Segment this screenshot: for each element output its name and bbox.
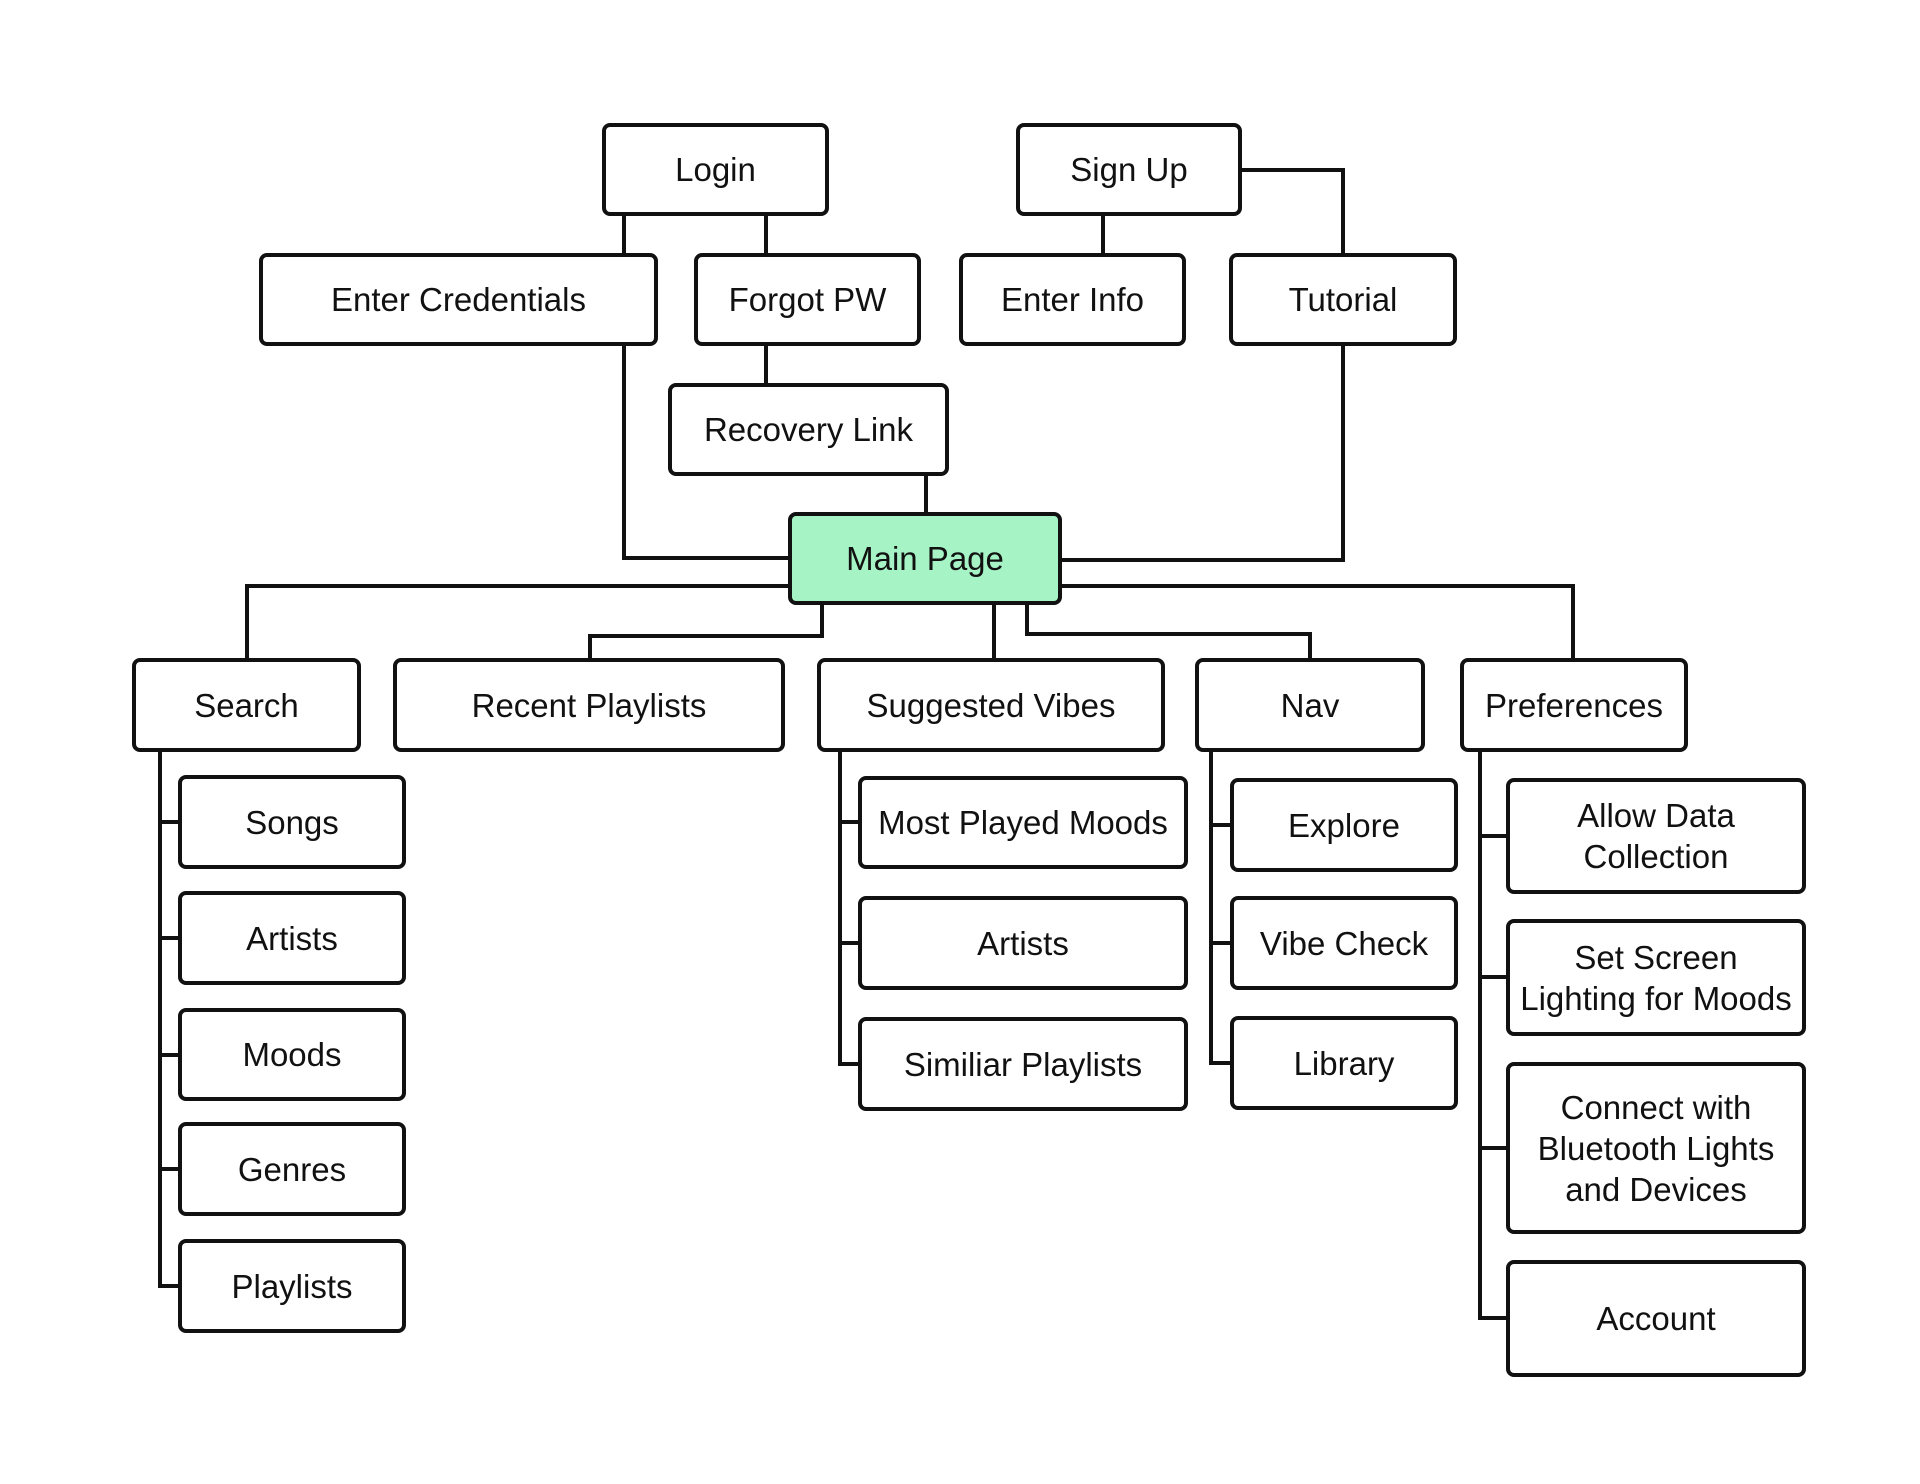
- search-node: Search: [132, 658, 361, 752]
- genres-node: Genres: [178, 1122, 406, 1216]
- most-played-moods-node: Most Played Moods: [858, 776, 1188, 869]
- preferences-node: Preferences: [1460, 658, 1688, 752]
- suggested-vibes-node: Suggested Vibes: [817, 658, 1165, 752]
- forgot-pw-node: Forgot PW: [694, 253, 921, 346]
- search-artists-node: Artists: [178, 891, 406, 985]
- connect-bluetooth-node: Connect with Bluetooth Lights and Device…: [1506, 1062, 1806, 1234]
- main-page-node: Main Page: [788, 512, 1062, 605]
- playlists-node: Playlists: [178, 1239, 406, 1333]
- similiar-playlists-node: Similiar Playlists: [858, 1017, 1188, 1111]
- moods-node: Moods: [178, 1008, 406, 1101]
- vibes-artists-node: Artists: [858, 896, 1188, 990]
- songs-node: Songs: [178, 775, 406, 869]
- allow-data-collection-node: Allow Data Collection: [1506, 778, 1806, 894]
- recovery-link-node: Recovery Link: [668, 383, 949, 476]
- login-node: Login: [602, 123, 829, 216]
- library-node: Library: [1230, 1016, 1458, 1110]
- sign-up-node: Sign Up: [1016, 123, 1242, 216]
- account-node: Account: [1506, 1260, 1806, 1377]
- tutorial-node: Tutorial: [1229, 253, 1457, 346]
- enter-info-node: Enter Info: [959, 253, 1186, 346]
- nav-node: Nav: [1195, 658, 1425, 752]
- enter-credentials-node: Enter Credentials: [259, 253, 658, 346]
- set-screen-lighting-node: Set Screen Lighting for Moods: [1506, 919, 1806, 1036]
- vibe-check-node: Vibe Check: [1230, 896, 1458, 990]
- recent-playlists-node: Recent Playlists: [393, 658, 785, 752]
- explore-node: Explore: [1230, 778, 1458, 872]
